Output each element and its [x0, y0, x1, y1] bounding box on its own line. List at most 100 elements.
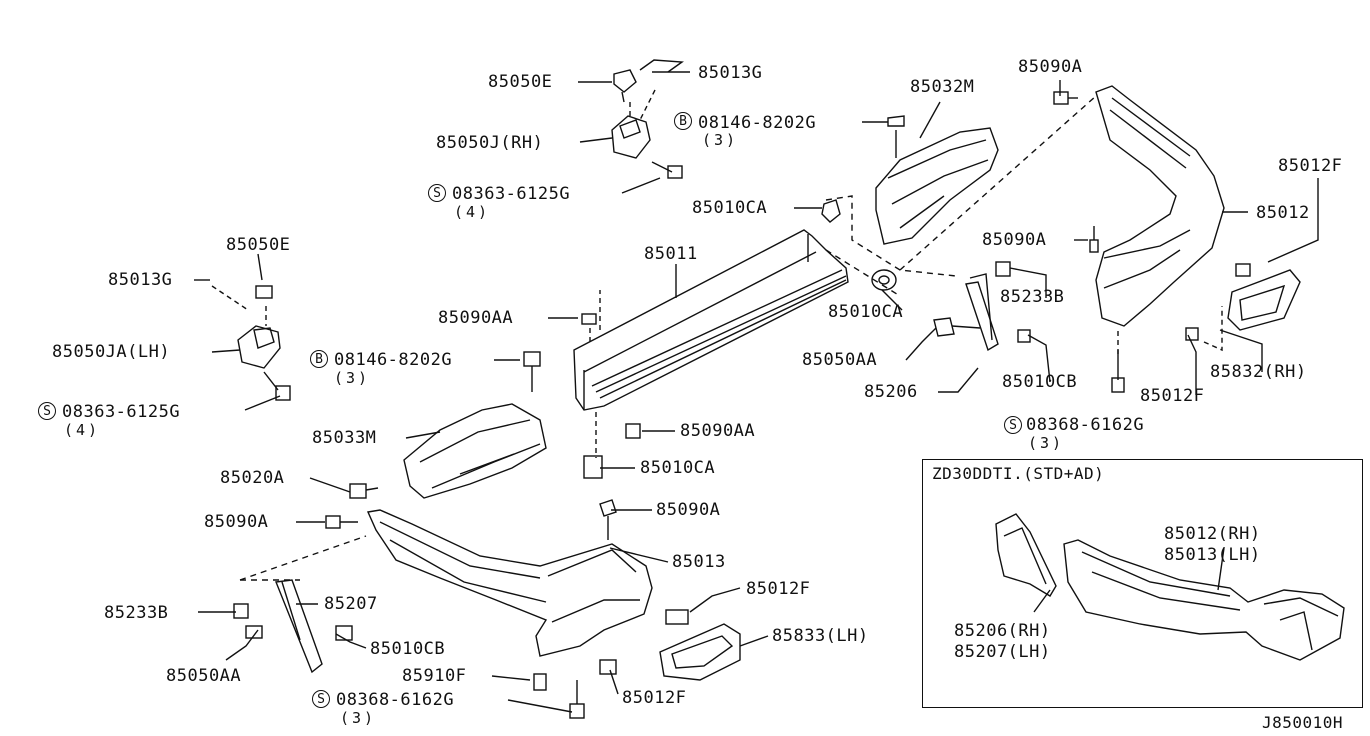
label-85050E[interactable]: 85050E — [226, 235, 291, 255]
label-85010CA[interactable]: 85010CA — [692, 198, 768, 218]
leader-85206 — [938, 367, 979, 393]
label-85090AA[interactable]: 85090AA — [438, 308, 514, 328]
part-85033M — [403, 403, 547, 499]
part-85012 — [1089, 85, 1225, 327]
label-85010CA[interactable]: 85010CA — [828, 302, 904, 322]
label-85206-rh[interactable]: 85206(RH) — [954, 621, 1051, 641]
bracket-85050J — [611, 115, 683, 179]
bracket-85050JA — [237, 285, 291, 401]
part-85206 — [933, 261, 1031, 352]
label-85833-lh[interactable]: 85833(LH) — [772, 626, 869, 646]
label-85012-rh[interactable]: 85012(RH) — [1164, 524, 1261, 544]
part-85010CA-mid — [871, 269, 897, 291]
label-85233B[interactable]: 85233B — [1000, 287, 1065, 307]
qty-08363: (4) — [64, 421, 101, 439]
diagram-id: J850010H — [1262, 713, 1344, 732]
clip-85050E-top — [613, 69, 637, 103]
part-85207 — [233, 579, 353, 674]
label-85012F[interactable]: 85012F — [746, 579, 811, 599]
leader-85012F-bot — [689, 587, 741, 613]
label-85012F[interactable]: 85012F — [1278, 156, 1343, 176]
part-85013 — [366, 509, 653, 657]
leader-85012-rh — [1217, 547, 1225, 591]
part-85010CA-top — [821, 199, 841, 223]
label-85013G[interactable]: 85013G — [108, 270, 173, 290]
label-85090A[interactable]: 85090A — [982, 230, 1047, 250]
clip-85090AA-low — [625, 423, 641, 439]
label-85207[interactable]: 85207 — [324, 594, 378, 614]
label-85207-lh[interactable]: 85207(LH) — [954, 642, 1051, 662]
label-85012[interactable]: 85012 — [1256, 203, 1310, 223]
screw-marker-icon: S — [428, 184, 446, 202]
label-85090A[interactable]: 85090A — [204, 512, 269, 532]
bolt-85090A-tr — [1053, 91, 1069, 105]
label-08363-6125G[interactable]: 08363-6125G — [62, 402, 181, 422]
inset-bumper-85012-85013 — [1063, 539, 1345, 661]
part-85910F — [533, 673, 547, 691]
bolt-85090A-left — [325, 515, 341, 529]
screw-marker-icon: S — [38, 402, 56, 420]
leader-85013 — [609, 547, 669, 563]
label-85010CA[interactable]: 85010CA — [640, 458, 716, 478]
label-08363-6125G[interactable]: 08363-6125G — [452, 184, 571, 204]
leader-85020A — [309, 477, 351, 493]
inset-box — [922, 459, 1363, 708]
label-85010CB[interactable]: 85010CB — [370, 639, 446, 659]
label-85050E[interactable]: 85050E — [488, 72, 553, 92]
label-08368-6162G[interactable]: 08368-6162G — [1026, 415, 1145, 435]
leader-85832 — [1219, 329, 1263, 372]
label-85050JA-lh[interactable]: 85050JA(LH) — [52, 342, 171, 362]
clip-85010CA-low — [583, 455, 603, 479]
leader-85050AA-r — [905, 327, 937, 361]
label-85090A[interactable]: 85090A — [656, 500, 721, 520]
leader-85050AA-l — [225, 629, 259, 661]
label-85050AA[interactable]: 85050AA — [802, 350, 878, 370]
inset-bracket-85206-85207 — [995, 513, 1057, 597]
label-85090AA[interactable]: 85090AA — [680, 421, 756, 441]
label-85206[interactable]: 85206 — [864, 382, 918, 402]
qty-08368: (3) — [1028, 434, 1065, 452]
leader-08363-left — [244, 395, 281, 411]
label-85233B[interactable]: 85233B — [104, 603, 169, 623]
label-85033M[interactable]: 85033M — [312, 428, 377, 448]
label-08146-8202G[interactable]: 08146-8202G — [334, 350, 453, 370]
clip-85013G-top — [639, 59, 684, 73]
part-85833 — [599, 609, 741, 681]
qty-08146: (3) — [334, 369, 371, 387]
label-85011[interactable]: 85011 — [644, 244, 698, 264]
leader-85050JA — [211, 349, 241, 353]
screw-marker-icon: S — [312, 690, 330, 708]
part-85832 — [1185, 263, 1301, 341]
label-85050J-rh[interactable]: 85050J(RH) — [436, 133, 544, 153]
leader-85010CA-mid — [881, 289, 903, 311]
label-85910F[interactable]: 85910F — [402, 666, 467, 686]
label-85013-lh[interactable]: 85013(LH) — [1164, 545, 1261, 565]
screw-marker-icon: S — [1004, 416, 1022, 434]
label-85050AA[interactable]: 85050AA — [166, 666, 242, 686]
label-85010CB[interactable]: 85010CB — [1002, 372, 1078, 392]
label-08146-8202G[interactable]: 08146-8202G — [698, 113, 817, 133]
label-85013[interactable]: 85013 — [672, 552, 726, 572]
label-08368-6162G[interactable]: 08368-6162G — [336, 690, 455, 710]
label-85012F[interactable]: 85012F — [622, 688, 687, 708]
label-85032M[interactable]: 85032M — [910, 77, 975, 97]
leader-85032M — [919, 101, 941, 139]
bolt-08146-mid — [523, 351, 541, 367]
qty-08368: (3) — [340, 709, 377, 727]
clip-85090AA-mid — [581, 313, 597, 325]
screw-08368-r — [1111, 377, 1125, 393]
label-85832-rh[interactable]: 85832(RH) — [1210, 362, 1307, 382]
qty-08146: (3) — [702, 131, 739, 149]
leader-08368-l — [507, 699, 573, 713]
label-85020A[interactable]: 85020A — [220, 468, 285, 488]
label-85013G[interactable]: 85013G — [698, 63, 763, 83]
leader-85050J — [579, 137, 613, 143]
leader-85012F-r — [1267, 178, 1319, 263]
leader-85233B-r — [1009, 267, 1047, 298]
bolt-85020A — [349, 483, 367, 499]
inset-title: ZD30DDTI.(STD+AD) — [932, 464, 1105, 483]
label-85012F[interactable]: 85012F — [1140, 386, 1205, 406]
leader-85010CB-r — [1027, 334, 1051, 383]
label-85090A[interactable]: 85090A — [1018, 57, 1083, 77]
